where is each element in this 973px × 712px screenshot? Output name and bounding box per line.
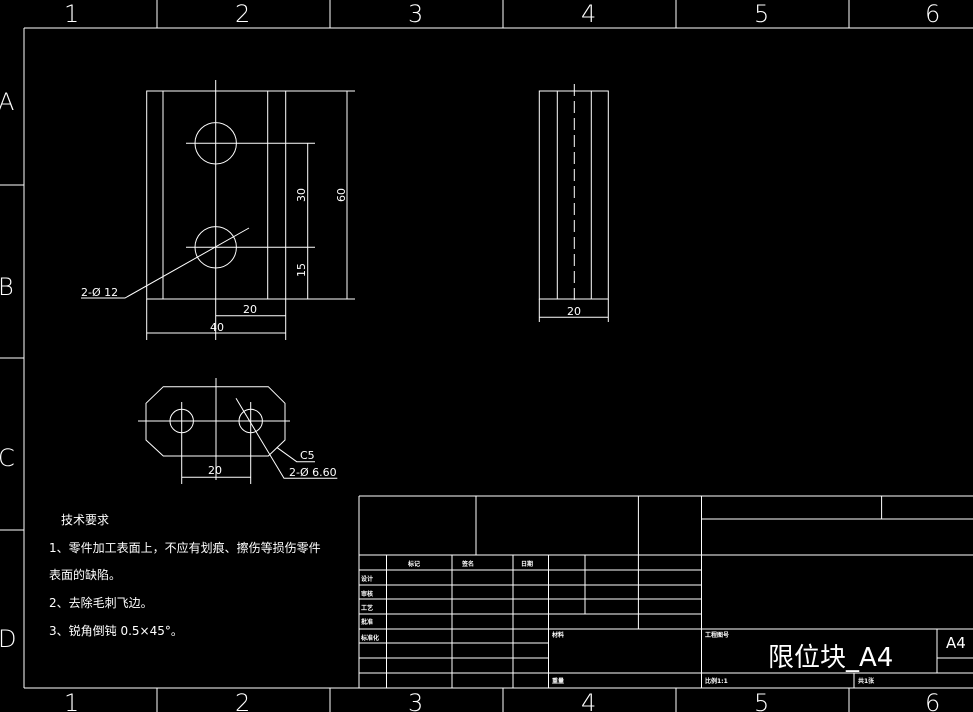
zone-row-d: D (0, 625, 16, 653)
zone-row-a: A (0, 88, 14, 116)
tech-heading: 技术要求 (61, 513, 109, 527)
header-label: 日期 (521, 560, 533, 568)
dim-40: 40 (210, 321, 224, 334)
zone-col-3-bottom: 3 (408, 689, 423, 712)
zone-col-4: 4 (581, 0, 596, 28)
row-label: 设计 (361, 575, 373, 583)
zone-col-3: 3 (408, 0, 423, 28)
row-label: 审核 (361, 590, 373, 598)
zone-col-6: 6 (925, 0, 940, 28)
zone-col-4-bottom: 4 (581, 689, 596, 712)
drawing-title: 限位块_A4 (768, 643, 893, 673)
tech-item: 1、零件加工表面上，不应有划痕、擦伤等损伤零件 (49, 540, 321, 555)
dim-60: 60 (335, 188, 348, 202)
title-block: 标记 签名 日期 设计 审核 工艺 批准 标准化 材料 重量 工程图号 限位块_… (358, 495, 973, 688)
zone-col-5-bottom: 5 (754, 689, 769, 712)
zone-col-5: 5 (754, 0, 769, 28)
dim-15: 15 (295, 263, 308, 277)
top-view: 20 C5 2-Ø 6.60 (138, 378, 338, 484)
chamfer-callout: C5 (300, 449, 315, 462)
dim-20: 20 (243, 303, 257, 316)
front-view: 60 30 15 20 40 2-Ø 12 (81, 80, 355, 340)
side-view: 20 (538, 84, 609, 322)
row-label: 工艺 (361, 604, 373, 612)
zone-row-b: B (0, 273, 14, 301)
dim-30: 30 (295, 188, 308, 202)
weight-label: 重量 (552, 677, 564, 685)
drawing-no-label: 工程图号 (705, 631, 729, 639)
tech-item: 2、去除毛刺飞边。 (49, 595, 153, 610)
hole-callout: 2-Ø 12 (81, 286, 118, 299)
header-label: 签名 (461, 560, 474, 568)
material-label: 材料 (551, 631, 564, 639)
zone-col-2: 2 (235, 0, 250, 28)
dim-hole-spacing: 20 (208, 464, 222, 477)
zone-col-6-bottom: 6 (925, 689, 940, 712)
technical-requirements: 技术要求 1、零件加工表面上，不应有划痕、擦伤等损伤零件 表面的缺陷。 2、去除… (49, 513, 321, 638)
zone-col-1: 1 (64, 0, 79, 28)
tech-item: 表面的缺陷。 (49, 567, 121, 582)
tech-item: 3、锐角倒钝 0.5×45°。 (49, 624, 183, 638)
row-label: 标准化 (360, 634, 379, 642)
sheet-label: 共1张 (858, 677, 875, 685)
row-label: 批准 (361, 618, 373, 626)
dim-thickness: 20 (567, 305, 581, 318)
zone-labels: 1 2 3 4 5 6 1 2 3 4 5 6 A B C D (0, 0, 940, 712)
sheet-size: A4 (946, 634, 966, 652)
hole-callout-small: 2-Ø 6.60 (289, 466, 337, 479)
zone-col-1-bottom: 1 (64, 689, 79, 712)
header-label: 标记 (407, 560, 420, 568)
zone-row-c: C (0, 444, 15, 472)
zone-col-2-bottom: 2 (235, 689, 250, 712)
scale-label: 比例1:1 (705, 677, 728, 685)
